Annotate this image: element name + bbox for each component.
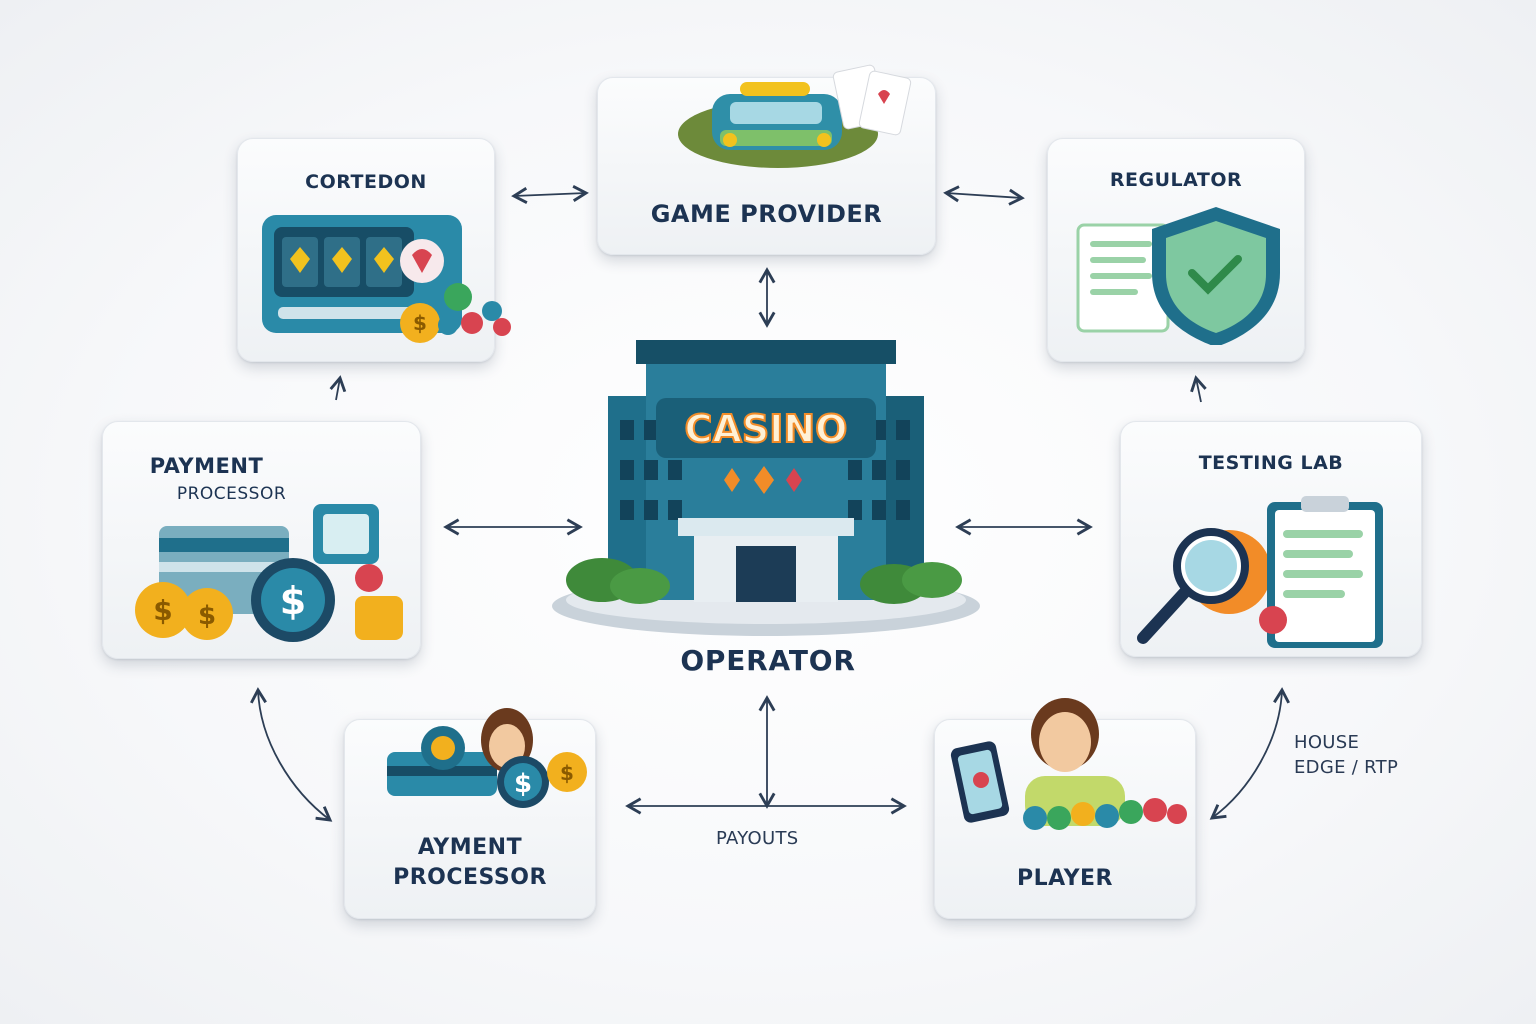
node-title-line2: PROCESSOR (176, 484, 287, 504)
house-edge-label-line2: EDGE / RTP (1294, 757, 1399, 778)
svg-text:$: $ (514, 769, 532, 799)
coins-icon: $ $ $ (135, 504, 403, 642)
node-title: GAME PROVIDER (650, 200, 883, 228)
node-card-payment-left[interactable]: PAYMENT PROCESSOR $ $ $ (102, 421, 421, 659)
arrow-gameprovider-regulator (943, 185, 1025, 206)
node-title-line1: PAYMENT (149, 454, 264, 478)
arrow-topleft-gameprovider (511, 185, 589, 204)
arrow-testinglab-regulator (1190, 375, 1207, 403)
node-card-regulator[interactable]: REGULATOR (1047, 138, 1305, 362)
node-title-line2: PROCESSOR (393, 865, 547, 890)
node-card-payment-bottom[interactable]: $ $ AYMENT PROCESSOR (344, 708, 596, 919)
payouts-label: PAYOUTS (716, 828, 799, 849)
arrow-player-testinglab (1209, 687, 1290, 820)
arrow-payment-to-payment (250, 687, 333, 822)
house-edge-label-line1: HOUSE (1294, 732, 1360, 753)
node-card-testing-lab[interactable]: TESTING LAB (1120, 421, 1422, 657)
shield-check-icon (1076, 207, 1280, 345)
node-title: CORTEDON (305, 171, 427, 193)
wallet-coin-icon: $ $ (387, 708, 587, 808)
slot-machine-icon: $ (262, 215, 511, 343)
car-icon (678, 64, 912, 168)
operator-label: OPERATOR (680, 644, 856, 677)
node-title-line1: AYMENT (417, 835, 523, 860)
node-title: TESTING LAB (1198, 452, 1344, 474)
node-title: REGULATOR (1109, 169, 1243, 191)
player-phone-icon (950, 698, 1187, 830)
arrow-payment-topleft (329, 375, 347, 401)
node-card-top-left[interactable]: CORTEDON $ (237, 138, 511, 362)
svg-text:$: $ (280, 579, 306, 623)
svg-text:$: $ (198, 601, 216, 631)
svg-text:$: $ (413, 311, 427, 335)
node-card-player[interactable]: PLAYER (934, 698, 1196, 919)
magnifier-clipboard-icon (1137, 496, 1383, 648)
node-title: PLAYER (1017, 866, 1113, 891)
node-card-game-provider[interactable]: GAME PROVIDER (597, 64, 936, 255)
casino-building-icon: CASINO (552, 340, 980, 636)
casino-sign: CASINO (685, 407, 848, 451)
svg-text:$: $ (153, 594, 172, 627)
svg-text:$: $ (560, 761, 574, 785)
